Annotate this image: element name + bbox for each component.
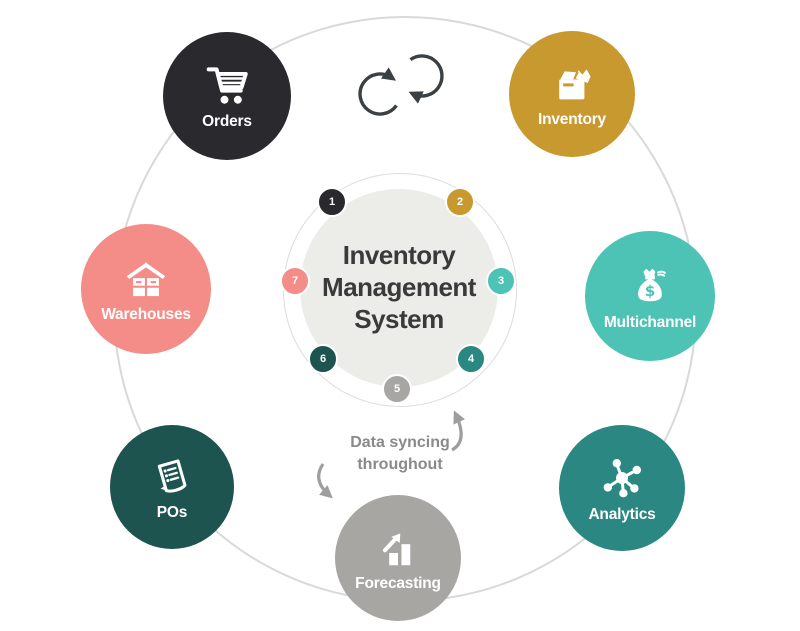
node-warehouses: Warehouses — [81, 224, 211, 354]
shopping-cart-icon — [206, 67, 248, 104]
sync-loop-icon — [358, 54, 444, 116]
node-pos: POs — [110, 425, 234, 549]
svg-text:$: $ — [645, 282, 656, 300]
badge-4: 4 — [456, 344, 486, 374]
badge-5: 5 — [382, 374, 412, 404]
caption-line-1: Data syncing — [350, 434, 450, 451]
badge-2: 2 — [445, 187, 475, 217]
purchase-order-icon — [157, 459, 187, 493]
badge-3: 3 — [486, 266, 516, 296]
node-label-inventory: Inventory — [538, 110, 606, 128]
node-label-analytics: Analytics — [588, 505, 656, 523]
node-label-pos: POs — [156, 503, 188, 521]
node-inventory: Inventory — [509, 31, 635, 157]
caption-line-2: throughout — [357, 456, 443, 474]
badge-7: 7 — [280, 266, 310, 296]
data-syncing-caption: Data syncing throughout — [300, 432, 500, 476]
node-orders: Orders — [163, 32, 291, 160]
node-label-multichannel: Multichannel — [603, 313, 697, 331]
title-line-2: Management — [322, 272, 476, 303]
badge-1: 1 — [317, 187, 347, 217]
title-line-1: Inventory — [342, 240, 456, 271]
node-label-warehouses: Warehouses — [101, 305, 191, 323]
title-line-3: System — [354, 303, 444, 334]
analytics-network-icon — [603, 458, 641, 498]
node-forecasting: Forecasting — [335, 495, 461, 621]
node-analytics: Analytics — [559, 425, 685, 551]
warehouse-icon — [126, 262, 166, 296]
node-label-orders: Orders — [202, 112, 252, 130]
curved-arrow-down-icon — [317, 463, 333, 499]
curved-arrow-up-icon — [451, 410, 466, 452]
inventory-box-icon — [559, 69, 591, 100]
node-multichannel: $ Multichannel — [585, 231, 715, 361]
node-label-forecasting: Forecasting — [355, 574, 441, 592]
money-bag-icon: $ — [638, 268, 666, 302]
diagram-title: Inventory Management System — [322, 240, 476, 335]
badge-6: 6 — [308, 344, 338, 374]
bar-chart-arrow-icon — [382, 533, 411, 565]
